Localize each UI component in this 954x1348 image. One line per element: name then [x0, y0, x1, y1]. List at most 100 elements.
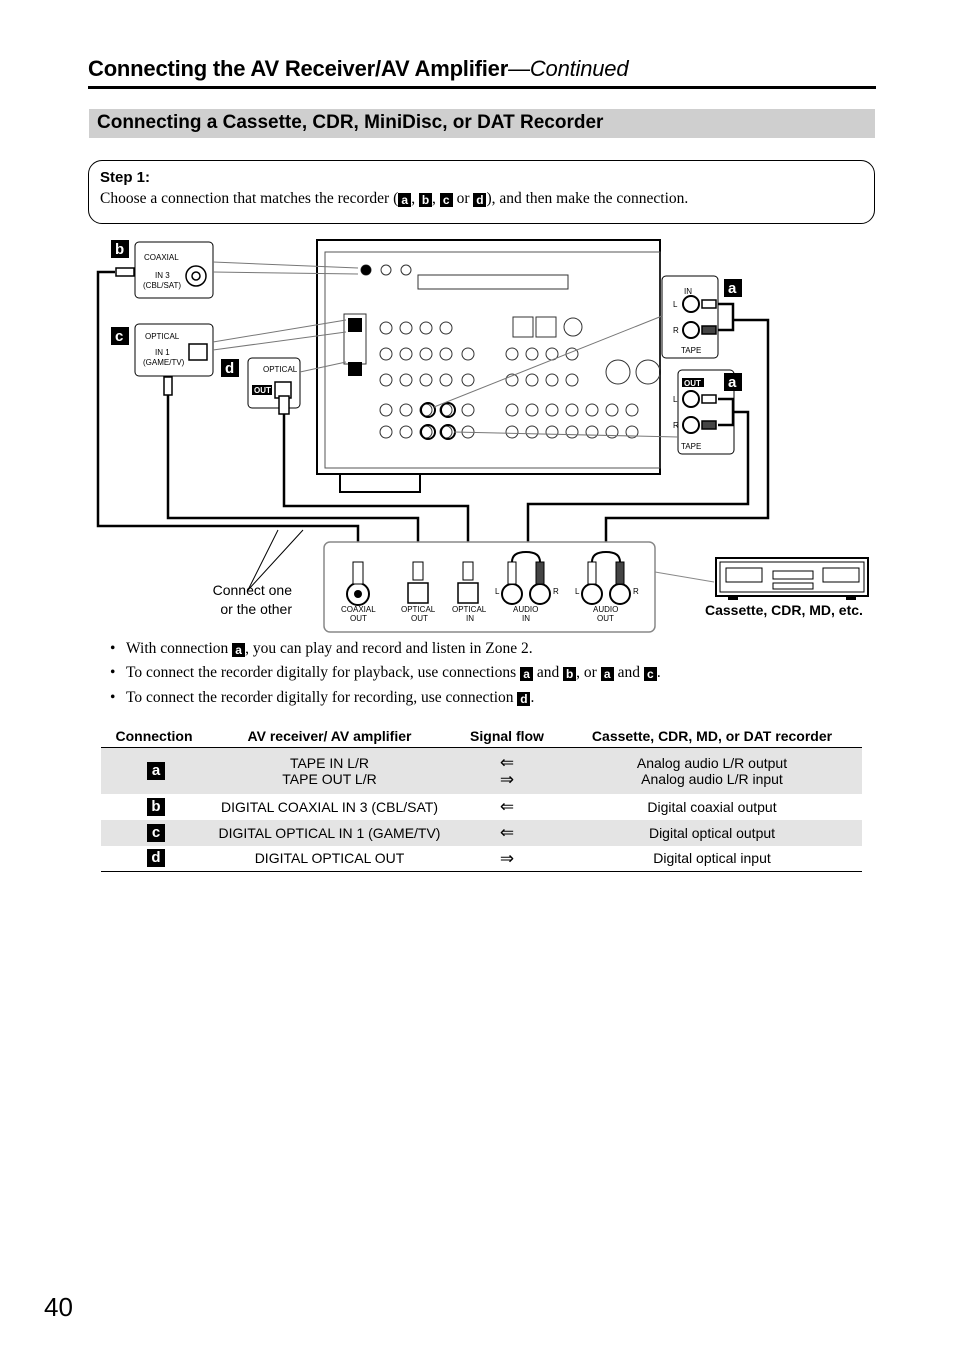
jack-audio-out-label: AUDIO: [593, 605, 618, 614]
callout-cblsat-label: (CBL/SAT): [143, 281, 181, 290]
tape-in-r: R: [673, 326, 679, 335]
step-label: Step 1:: [100, 169, 151, 186]
row-recorder-line: Analog audio L/R input: [641, 770, 783, 787]
table-row: d DIGITAL OPTICAL OUT ⇒ Digital optical …: [101, 845, 862, 872]
bullet-text: and: [613, 664, 644, 681]
bullet-text: , or: [576, 664, 601, 681]
callout-coaxial-label: COAXIAL: [144, 253, 179, 262]
step-box: [88, 160, 875, 224]
recorder-jack-panel: COAXIAL OUT OPTICAL OUT OPTICAL IN AUDIO…: [323, 541, 656, 633]
bullet-1: •With connection a, you can play and rec…: [110, 640, 533, 657]
row-receiver-line: TAPE IN L/R: [289, 754, 370, 771]
row-recorder: Digital optical output: [562, 819, 862, 846]
key-d: d: [147, 849, 165, 868]
key-a: a: [147, 761, 165, 780]
key-c: c: [643, 667, 657, 681]
jack-audio-in-label: AUDIO: [513, 605, 538, 614]
key-c: c: [147, 823, 165, 842]
section-bar: [89, 109, 875, 138]
key-b: b: [419, 193, 433, 207]
section-title: Connecting a Cassette, CDR, MiniDisc, or…: [97, 112, 604, 133]
bullet-text: To connect the recorder digitally for re…: [126, 689, 518, 706]
diagram-key-a2: a: [728, 374, 737, 391]
cassette-deck-icon: [715, 557, 869, 600]
row-key: a: [101, 747, 207, 794]
connect-note-line2: or the other: [220, 601, 292, 617]
left-arrow-icon: ⇐: [499, 752, 515, 772]
key-a: a: [232, 643, 246, 657]
key-b: b: [563, 667, 577, 681]
th-recorder: Cassette, CDR, MD, or DAT recorder: [562, 724, 862, 748]
header-continued: —Continued: [508, 56, 629, 81]
right-arrow-icon: ⇒: [452, 845, 562, 872]
left-arrow-icon: ⇐: [499, 797, 515, 816]
table-header-row: Connection AV receiver/ AV amplifier Sig…: [101, 724, 862, 748]
tape-out-tape: TAPE: [681, 442, 701, 451]
right-arrow-icon: ⇒: [499, 769, 515, 789]
callout-out-tag: OUT: [254, 386, 271, 395]
header-title-text: Connecting the AV Receiver/AV Amplifier: [88, 56, 509, 81]
bullet-text: To connect the recorder digitally for pl…: [126, 664, 521, 681]
receiver-rear-panel: [316, 239, 661, 493]
key-a: a: [398, 193, 412, 207]
connect-note-line1: Connect one: [212, 582, 292, 598]
bullet-text: With connection: [126, 640, 233, 657]
bullet-2: •To connect the recorder digitally for p…: [110, 664, 661, 681]
callout-in1-label: IN 1: [155, 348, 170, 357]
diagram-key-a-box: [724, 279, 742, 297]
key-a: a: [600, 667, 614, 681]
step-sep: ,: [411, 190, 420, 207]
table-row: c DIGITAL OPTICAL IN 1 (GAME/TV) ⇐ Digit…: [101, 819, 862, 846]
key-d: d: [473, 193, 487, 207]
bullet-3: •To connect the recorder digitally for r…: [110, 689, 535, 706]
diagram-key-a2-box: [724, 373, 742, 391]
page-number: 40: [44, 1292, 73, 1322]
tape-out-r: R: [673, 421, 679, 430]
connection-diagram: COAXIAL IN 3 (CBL/SAT) OPTICAL IN 1 (GAM…: [96, 239, 869, 633]
step-text-after: ), and then make the connection.: [486, 190, 689, 207]
jack-audio-in: IN: [522, 614, 530, 623]
diagram-key-a: a: [728, 280, 737, 297]
row-recorder: Digital optical input: [562, 845, 862, 872]
row-flow: ⇐⇒: [452, 747, 562, 794]
bullet-text: , you can play and record and listen in …: [245, 640, 533, 657]
tape-out-l: L: [673, 395, 678, 404]
row-receiver: DIGITAL OPTICAL OUT: [207, 845, 452, 872]
jack-r-2: R: [633, 587, 639, 596]
jack-r-1: R: [553, 587, 559, 596]
jack-optical: OPTICAL: [401, 605, 436, 614]
callout-tape-in: IN L R TAPE: [433, 275, 719, 408]
tape-out-tag: OUT: [684, 379, 701, 388]
jack-coaxial-out: OUT: [350, 614, 367, 623]
pointer-line-2: [247, 529, 304, 591]
th-receiver: AV receiver/ AV amplifier: [207, 724, 452, 748]
jack-optical-in-label: OPTICAL: [452, 605, 487, 614]
row-key: b: [101, 794, 207, 820]
bullet-text: .: [530, 689, 535, 706]
row-recorder-line: Analog audio L/R output: [636, 754, 788, 771]
row-receiver-line: TAPE OUT L/R: [282, 770, 377, 787]
diagram-key-b: b: [115, 241, 124, 258]
row-key: c: [101, 819, 207, 846]
cables: [96, 270, 770, 562]
tape-in-tape: TAPE: [681, 346, 701, 355]
step-sep: or: [452, 190, 474, 207]
th-signal-flow: Signal flow: [452, 724, 562, 748]
diagram-key-c: c: [115, 328, 123, 345]
bullet-text: .: [656, 664, 661, 681]
jack-coaxial: COAXIAL: [341, 605, 376, 614]
jack-optical-out: OUT: [411, 614, 428, 623]
callout-gametv-label: (GAME/TV): [143, 358, 185, 367]
diagram-key-d-box: [221, 359, 239, 377]
jack-optical-in: IN: [466, 614, 474, 623]
diagram-key-c-box: [111, 327, 129, 345]
key-a: a: [520, 667, 534, 681]
jack-audio-out: OUT: [597, 614, 614, 623]
row-receiver: DIGITAL COAXIAL IN 3 (CBL/SAT): [220, 798, 439, 815]
bullet-text: and: [533, 664, 564, 681]
key-d: d: [517, 692, 531, 706]
left-arrow-icon: ⇐: [452, 819, 562, 846]
